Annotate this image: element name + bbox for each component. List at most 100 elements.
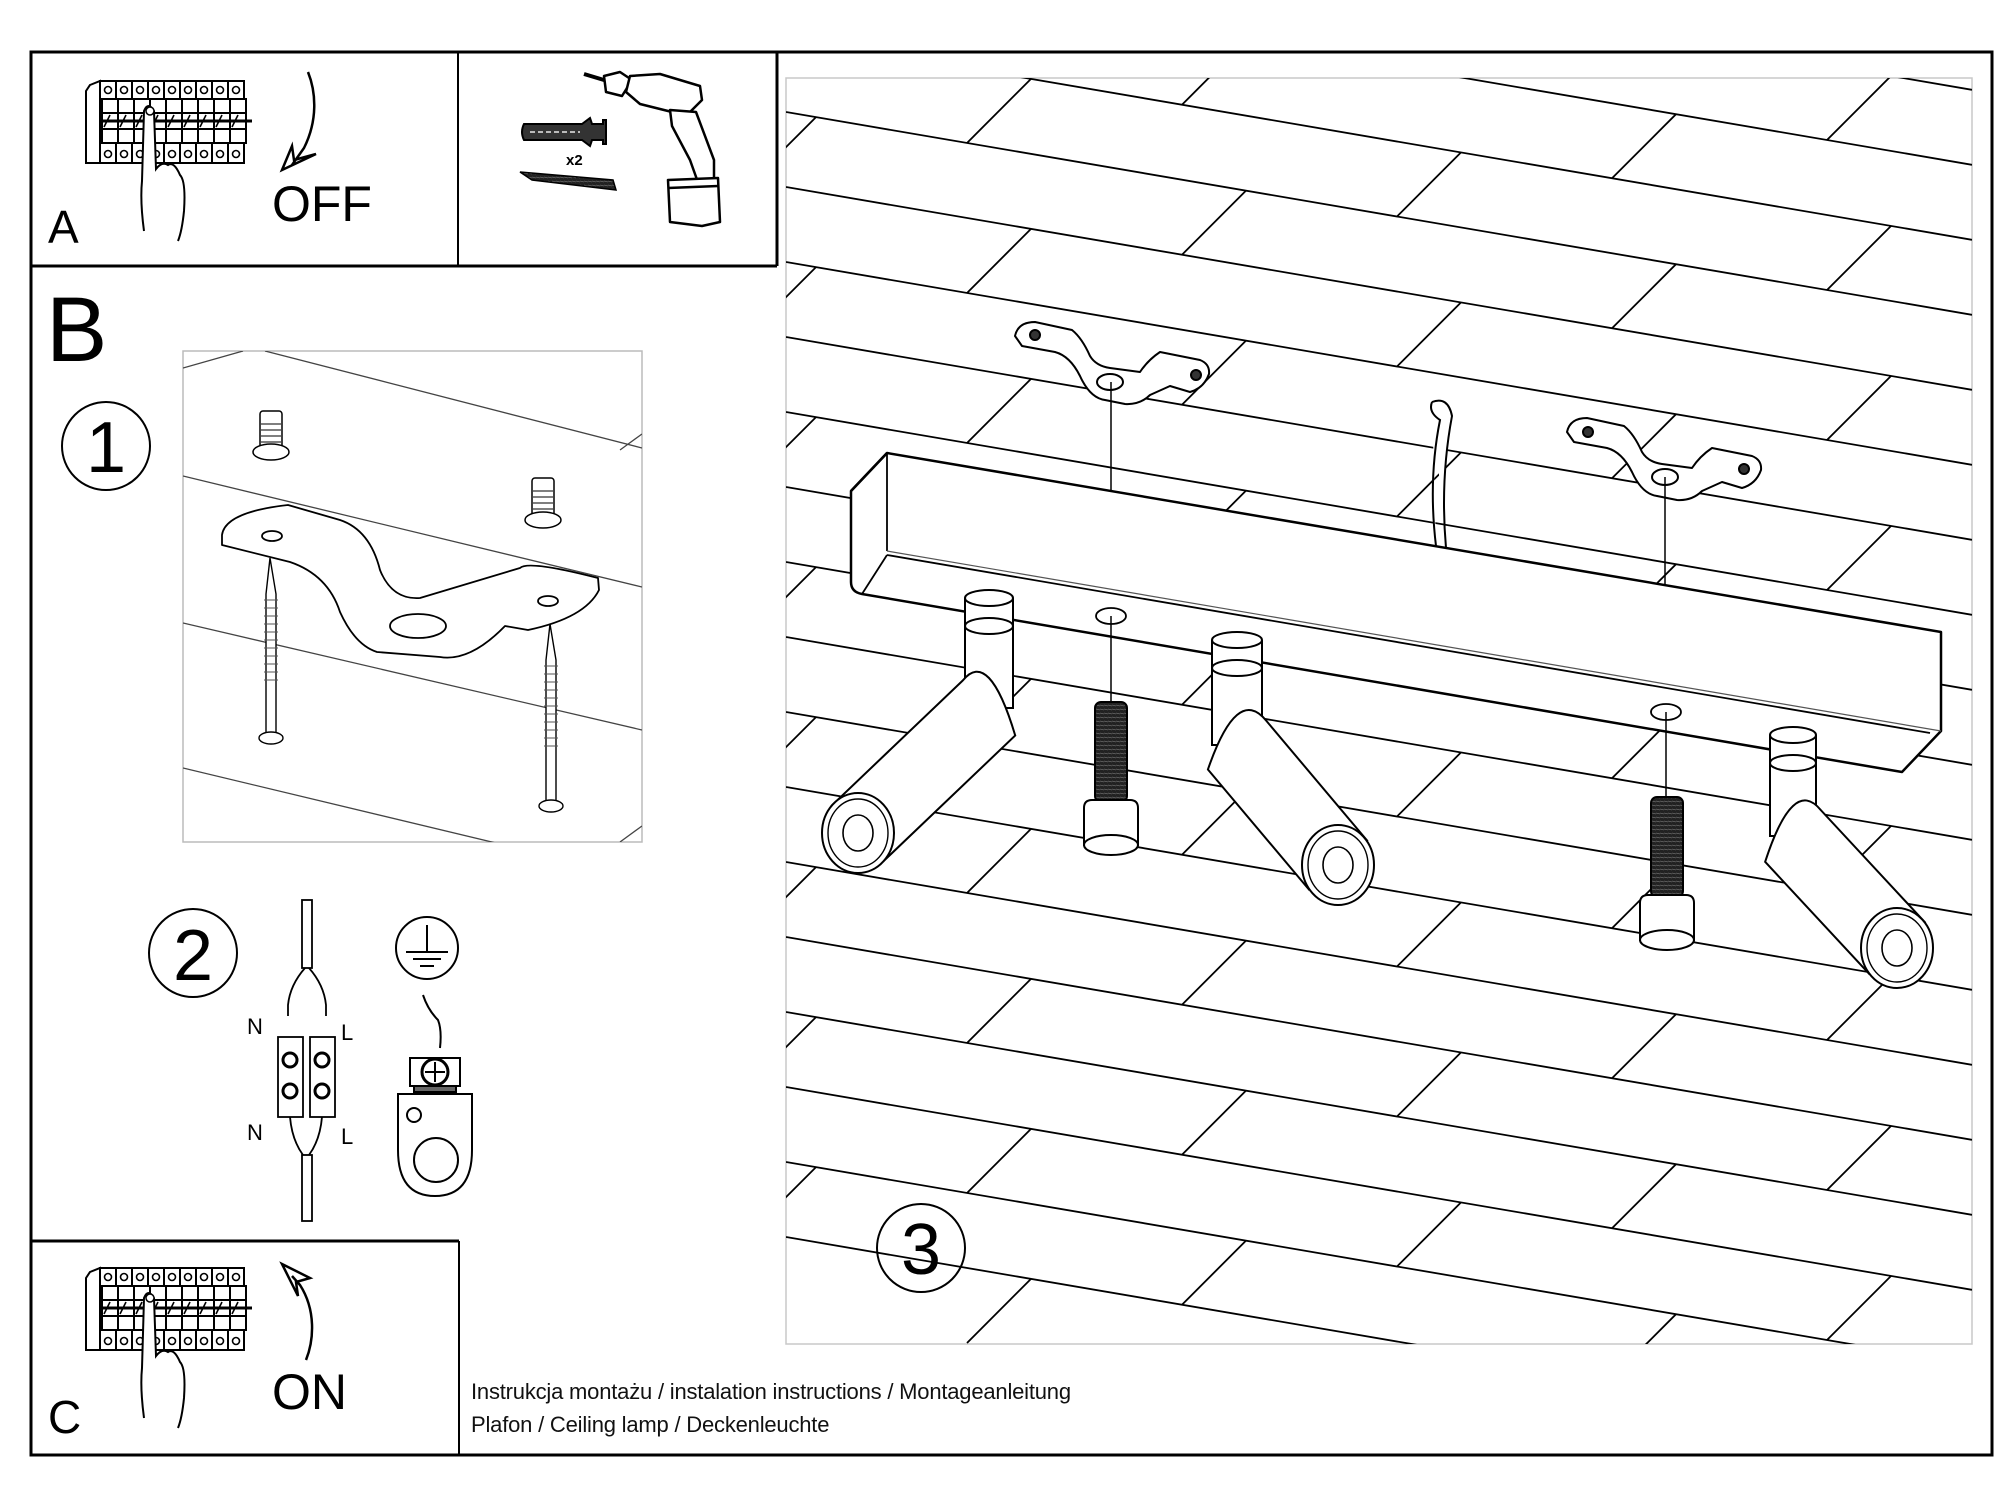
brick-joint-line: [1396, 301, 1462, 368]
brick-course-line: [786, 1236, 1418, 1344]
brick-course-line: [786, 186, 1972, 391]
step-2: 2 N L N L: [148, 899, 473, 1222]
tools-panel: x2: [519, 52, 779, 266]
panel-b: B 1: [46, 279, 643, 1222]
circuit-breaker-off-icon: [85, 79, 252, 242]
wire-label-l-top: L: [341, 1020, 353, 1045]
bolt-icon: [1083, 701, 1139, 856]
wiring-terminal-icon: [277, 899, 336, 1222]
brick-joint-line: [786, 266, 817, 299]
brick-joint-line: [966, 1278, 1032, 1344]
power-cable: [1430, 399, 1454, 549]
brick-joint-line: [1827, 1426, 1891, 1490]
brick-joint-line: [1826, 78, 1891, 141]
brick-course-line: [1020, 78, 1972, 241]
brick-joint-line: [786, 1166, 817, 1199]
brick-course-line: [1459, 78, 1972, 166]
brick-course-line: [1897, 78, 1972, 91]
panel-c: C ON: [31, 1239, 460, 1455]
brick-course-line: [786, 861, 1972, 1066]
brick-joint-line: [1181, 1090, 1247, 1156]
lamp-housing: [849, 451, 1943, 774]
ground-clamp-icon: [397, 994, 473, 1198]
power-drill-icon: [583, 70, 722, 228]
brick-course-line: [786, 936, 1972, 1141]
brick-course-line: [786, 411, 1972, 616]
step-3-number: 3: [901, 1210, 941, 1290]
brick-joint-line: [1181, 190, 1247, 256]
screw-icon: [258, 557, 564, 813]
brick-joint-line: [322, 944, 386, 1008]
footer-subtitle: Plafon / Ceiling lamp / Deckenleuchte: [471, 1412, 830, 1437]
earth-ground-icon: [395, 916, 459, 980]
brick-joint-line: [1826, 525, 1892, 591]
brick-joint-line: [966, 1128, 1032, 1194]
brick-course-line: [786, 1161, 1856, 1344]
quantity-label: x2: [566, 152, 583, 169]
spotlight: [1206, 631, 1375, 906]
brick-joint-line: [1612, 0, 1676, 28]
brick-joint-line: [537, 1205, 601, 1269]
brick-joint-line: [1611, 113, 1677, 179]
brick-course-line: [786, 336, 1972, 541]
bolt-icon: [1639, 796, 1695, 951]
on-label: ON: [272, 1364, 347, 1420]
brick-joint-line: [1611, 263, 1677, 329]
brick-joint-line: [786, 416, 817, 449]
panel-a: A OFF: [31, 52, 777, 268]
spotlight: [821, 589, 1017, 874]
brick-joint-line: [322, 344, 386, 408]
brick-joint-line: [1826, 375, 1892, 441]
brick-joint-line: [537, 1055, 601, 1119]
brick-joint-line: [1826, 1125, 1892, 1191]
brick-joint-line: [537, 5, 601, 69]
brick-joint-line: [1611, 1013, 1677, 1079]
off-label: OFF: [272, 176, 372, 232]
brick-course-line: [786, 111, 1972, 316]
wire-label-n-bottom: N: [247, 1120, 263, 1145]
brick-joint-line: [966, 228, 1032, 294]
wall-plug-icon: [252, 410, 562, 529]
brick-joint-line: [966, 78, 1032, 144]
brick-joint-line: [1611, 413, 1677, 479]
panel-a-letter: A: [48, 201, 79, 253]
brick-joint-line: [966, 978, 1032, 1044]
brick-joint-line: [1181, 1240, 1247, 1306]
brick-joint-line: [1611, 1163, 1677, 1229]
brick-joint-line: [786, 116, 817, 149]
arrow-up-icon: [279, 1261, 314, 1361]
step-2-number: 2: [173, 916, 213, 996]
brick-joint-line: [537, 905, 601, 969]
brick-joint-line: [1181, 78, 1210, 106]
brick-joint-line: [1181, 340, 1247, 406]
panel-c-letter: C: [48, 1391, 81, 1443]
wire-label-n-top: N: [247, 1014, 263, 1039]
brick-joint-line: [1396, 751, 1462, 818]
brick-joint-line: [786, 716, 817, 749]
brick-joint-line: [537, 305, 601, 369]
brick-joint-line: [966, 828, 1032, 894]
brick-joint-line: [1397, 2, 1461, 66]
ceiling-bracket-icon: [1014, 321, 1211, 406]
brick-course-line: [786, 0, 1972, 15]
brick-joint-line: [1826, 975, 1892, 1041]
brick-joint-line: [1826, 1275, 1892, 1341]
mounting-bracket-icon: [221, 504, 600, 659]
brick-joint-line: [1826, 225, 1892, 291]
brick-joint-line: [752, 0, 816, 31]
brick-joint-line: [1181, 940, 1247, 1006]
brick-joint-line: [1396, 901, 1462, 968]
brick-course-line: [786, 1086, 1972, 1291]
ceiling-bracket-icon: [1566, 417, 1763, 502]
brick-joint-line: [966, 378, 1032, 444]
brick-joint-line: [786, 866, 817, 899]
step-1-number: 1: [86, 408, 126, 488]
outer-frame: [29, 50, 1994, 1457]
panel-b-letter: B: [46, 279, 107, 381]
step-3-panel: 3: [322, 0, 1973, 1490]
brick-joint-line: [786, 1016, 817, 1049]
wall-plug-icon: [521, 116, 607, 148]
wire-label-l-bottom: L: [341, 1124, 353, 1149]
brick-joint-line: [1644, 1313, 1677, 1344]
